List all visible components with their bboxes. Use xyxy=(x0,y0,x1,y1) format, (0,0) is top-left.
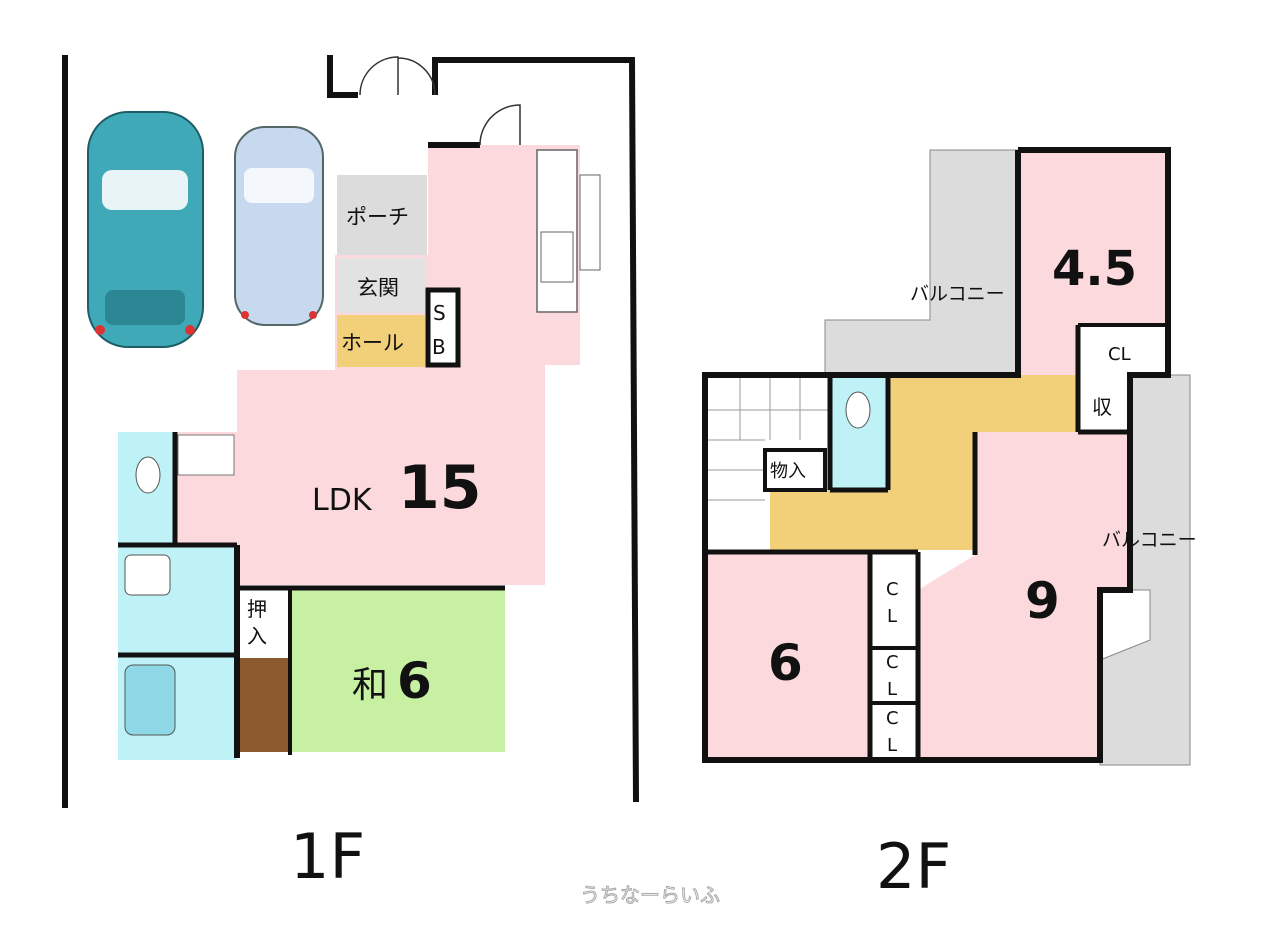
shoe-box-label-b: B xyxy=(432,335,446,359)
entrance-label: 玄関 xyxy=(357,276,399,300)
bathtub-icon xyxy=(124,664,176,736)
kitchen-window xyxy=(579,174,601,271)
storage-area xyxy=(765,450,825,490)
floor-1: ポーチ 玄関 ホール S B LDK 15 押 入 和 6 1F xyxy=(62,55,639,893)
closet-label-2: 入 xyxy=(247,624,267,648)
japanese-room-area xyxy=(290,590,505,752)
japanese-room-label: 和 xyxy=(352,665,388,706)
shoe-box-label-s: S xyxy=(433,301,446,325)
storage-small-label: 収 xyxy=(1092,395,1112,419)
toilet-icon xyxy=(135,456,161,494)
closet-3-l: L xyxy=(887,735,897,756)
porch-area xyxy=(337,175,427,255)
car-icon-lightblue xyxy=(234,126,324,326)
hall-2f xyxy=(770,375,1078,552)
kitchen-counter xyxy=(536,149,578,313)
stair-lines xyxy=(705,375,830,501)
closet-area xyxy=(237,588,290,655)
sink-icon xyxy=(540,231,574,283)
closet-2-c: C xyxy=(886,652,899,673)
floor-1-title: 1F xyxy=(290,820,365,893)
balcony-right-label: バルコニー xyxy=(1102,529,1197,551)
closets-column xyxy=(870,552,918,760)
storage-small-area xyxy=(1078,375,1130,430)
gate-door xyxy=(359,56,436,96)
entrance-area xyxy=(337,258,425,313)
balcony-top-label: バルコニー xyxy=(910,283,1005,305)
balcony-top xyxy=(824,149,1019,376)
tokonoma-area xyxy=(240,658,290,752)
closet-3-c: C xyxy=(886,708,899,729)
closet-1-l: L xyxy=(887,606,897,627)
room-9-area xyxy=(918,432,1130,760)
gate-wall xyxy=(327,55,358,98)
room-6-area xyxy=(705,552,870,760)
hall-area xyxy=(337,315,425,367)
floor-2: バルコニー 4.5 CL 収 物入 バルコニー 9 6 C L C L C L … xyxy=(702,147,1197,903)
room-6-size: 6 xyxy=(768,634,803,692)
porch-label: ポーチ xyxy=(346,205,409,229)
japanese-room-size: 6 xyxy=(397,652,432,710)
closet-1-c: C xyxy=(886,579,899,600)
shoe-box xyxy=(425,287,461,368)
site-boundary-right xyxy=(432,57,639,803)
car-icon-teal xyxy=(87,111,204,348)
washbasin-icon xyxy=(124,554,171,596)
entry-door xyxy=(479,104,521,146)
closet-2-l: L xyxy=(887,679,897,700)
room-4-5-closet-label: CL xyxy=(1108,344,1131,365)
room-4-5-closet xyxy=(1078,325,1168,375)
storage-label: 物入 xyxy=(770,461,806,482)
stairs xyxy=(177,434,235,476)
ldk-size: 15 xyxy=(398,453,482,523)
ldk-label: LDK xyxy=(312,483,373,518)
hall-label: ホール xyxy=(341,331,404,355)
floor-2-title: 2F xyxy=(876,830,951,903)
room-9-size: 9 xyxy=(1025,572,1060,630)
closet-label-1: 押 xyxy=(247,597,267,621)
walls-2f xyxy=(702,147,1171,763)
watermark: うちなーらいふ xyxy=(580,883,720,907)
toilet-icon-2f xyxy=(845,391,871,429)
room-4-5-size: 4.5 xyxy=(1052,241,1137,297)
